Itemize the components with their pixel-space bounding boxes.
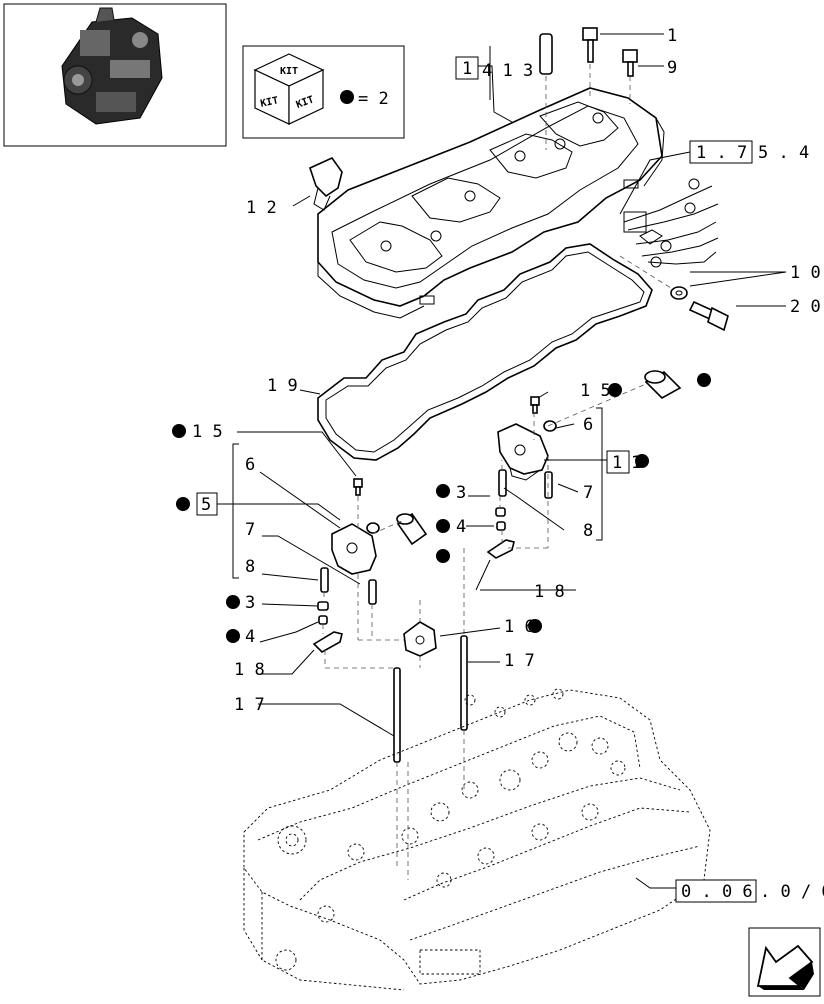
kit-cube-top-label: KIT	[280, 66, 298, 77]
callout-3-right[interactable]: 3	[456, 483, 466, 503]
group-bracket-right	[596, 407, 603, 541]
leader-lines	[216, 33, 787, 889]
rocker-bolt-right-a[interactable]	[544, 471, 553, 499]
callout-11-box-label[interactable]: 1	[612, 453, 622, 473]
kit-dot-icon	[436, 549, 450, 563]
alignment-lines	[322, 64, 675, 880]
valve-cover[interactable]	[317, 87, 665, 319]
plug-right[interactable]	[543, 420, 557, 432]
push-rod-left[interactable]	[393, 667, 401, 763]
valve-cover-gasket[interactable]	[317, 243, 653, 461]
callout-1413-rest[interactable]: 4 1 3	[482, 61, 533, 81]
callout-box-1754	[689, 140, 753, 164]
banjo-bolt[interactable]	[688, 300, 729, 332]
cover-bolt[interactable]	[582, 27, 598, 63]
callout-7-right[interactable]: 7	[583, 483, 593, 503]
rocker-sleeve-upper[interactable]	[644, 370, 682, 399]
callout-11-rest[interactable]: 1	[631, 453, 641, 473]
callout-18-left[interactable]: 1 8	[234, 660, 265, 680]
kit-dot-icon	[176, 497, 190, 511]
rocker-bracket-right[interactable]	[497, 423, 549, 481]
cylinder-head-reference[interactable]	[243, 688, 711, 991]
callout-4-left[interactable]: 4	[245, 627, 255, 647]
kit-cube-left-label: KIT	[260, 95, 280, 110]
rocker-arm-left[interactable]	[312, 631, 343, 653]
kit-markers	[172, 373, 711, 643]
rocker-arm-right[interactable]	[486, 539, 515, 559]
callout-box-11	[606, 450, 630, 474]
callout-20[interactable]: 2 0	[790, 297, 821, 317]
engine-thumbnail[interactable]	[3, 3, 227, 147]
cover-screw[interactable]	[622, 49, 638, 77]
kit-dot-icon	[226, 629, 240, 643]
callout-3-left[interactable]: 3	[245, 593, 255, 613]
callout-16[interactable]: 1 6	[504, 617, 535, 637]
injector-harness[interactable]	[623, 178, 719, 268]
kit-dot-icon	[635, 454, 649, 468]
callout-1754-rest[interactable]: 5 . 4	[758, 143, 809, 163]
callout-19[interactable]: 1 9	[267, 376, 298, 396]
callout-1754-box-label[interactable]: 1 . 7	[696, 143, 747, 163]
callout-9[interactable]: 9	[667, 58, 677, 78]
kit-dot-icon	[340, 90, 354, 104]
kit-dot-icon	[226, 595, 240, 609]
harness-clip[interactable]	[309, 156, 343, 211]
callout-4-right[interactable]: 4	[456, 517, 466, 537]
callout-box-006	[675, 879, 757, 903]
callout-8-right[interactable]: 8	[583, 521, 593, 541]
rocker-bracket-left[interactable]	[331, 523, 377, 575]
cap-4-right[interactable]	[496, 521, 506, 531]
plug-left[interactable]	[366, 522, 380, 534]
kit-dot-icon	[608, 383, 622, 397]
cap-3-left[interactable]	[317, 601, 329, 611]
back-navigation-button[interactable]	[748, 927, 821, 997]
kit-dot-icon	[697, 373, 711, 387]
rocker-bolt-right-b[interactable]	[498, 469, 507, 497]
callout-18-right[interactable]: 1 8	[534, 582, 565, 602]
kit-dot-icon	[172, 424, 186, 438]
callout-10[interactable]: 1 0	[790, 263, 821, 283]
callout-box-1413	[455, 56, 479, 80]
kit-legend: KIT KIT KIT = 2	[242, 45, 405, 139]
kit-cube-icon: KIT KIT KIT	[253, 53, 325, 125]
callout-6-left[interactable]: 6	[245, 455, 255, 475]
kit-dot-icon	[436, 519, 450, 533]
callout-15-right[interactable]: 1 5	[580, 381, 611, 401]
rocker-sleeve-left[interactable]	[396, 512, 428, 546]
rocker-bolt-left-a[interactable]	[368, 579, 377, 605]
callout-7-left[interactable]: 7	[245, 520, 255, 540]
callout-006-rest[interactable]: . 0 / 0	[760, 882, 824, 902]
rocker-bolt-left-b[interactable]	[320, 567, 329, 593]
engine-thumbnail-icon	[61, 7, 163, 125]
callout-1413-box-label[interactable]: 1	[462, 59, 472, 79]
callout-17-left[interactable]: 1 7	[234, 695, 265, 715]
group-bracket-left	[232, 443, 239, 579]
kit-dot-icon	[528, 619, 542, 633]
back-arrow-icon	[756, 944, 814, 990]
callout-12[interactable]: 1 2	[246, 198, 277, 218]
kit-quantity-label: = 2	[358, 89, 389, 109]
cap-4-left[interactable]	[318, 615, 328, 625]
callout-17-right[interactable]: 1 7	[504, 651, 535, 671]
callout-labels: 1 9 1 4 1 3 1 2 1 . 7 5 . 4 1 0 2 0 1 9 …	[192, 26, 824, 902]
set-screw-left[interactable]	[353, 478, 363, 496]
sealing-washer[interactable]	[670, 286, 688, 300]
callout-8-left[interactable]: 8	[245, 557, 255, 577]
callout-box-5	[196, 492, 218, 516]
callout-15-left[interactable]: 1 5	[192, 422, 223, 442]
pushrod-guide-bracket[interactable]	[403, 621, 437, 657]
callout-006-box-label[interactable]: 0 . 0 6	[681, 882, 753, 902]
callout-5-box-label[interactable]: 5	[201, 495, 211, 515]
callout-1[interactable]: 1	[667, 26, 677, 46]
cap-3-right[interactable]	[495, 507, 506, 517]
push-rod-right[interactable]	[460, 635, 468, 731]
kit-dot-icon	[436, 484, 450, 498]
set-screw-right[interactable]	[530, 396, 540, 414]
callout-6-right[interactable]: 6	[583, 415, 593, 435]
dowel-pin[interactable]	[539, 33, 553, 75]
